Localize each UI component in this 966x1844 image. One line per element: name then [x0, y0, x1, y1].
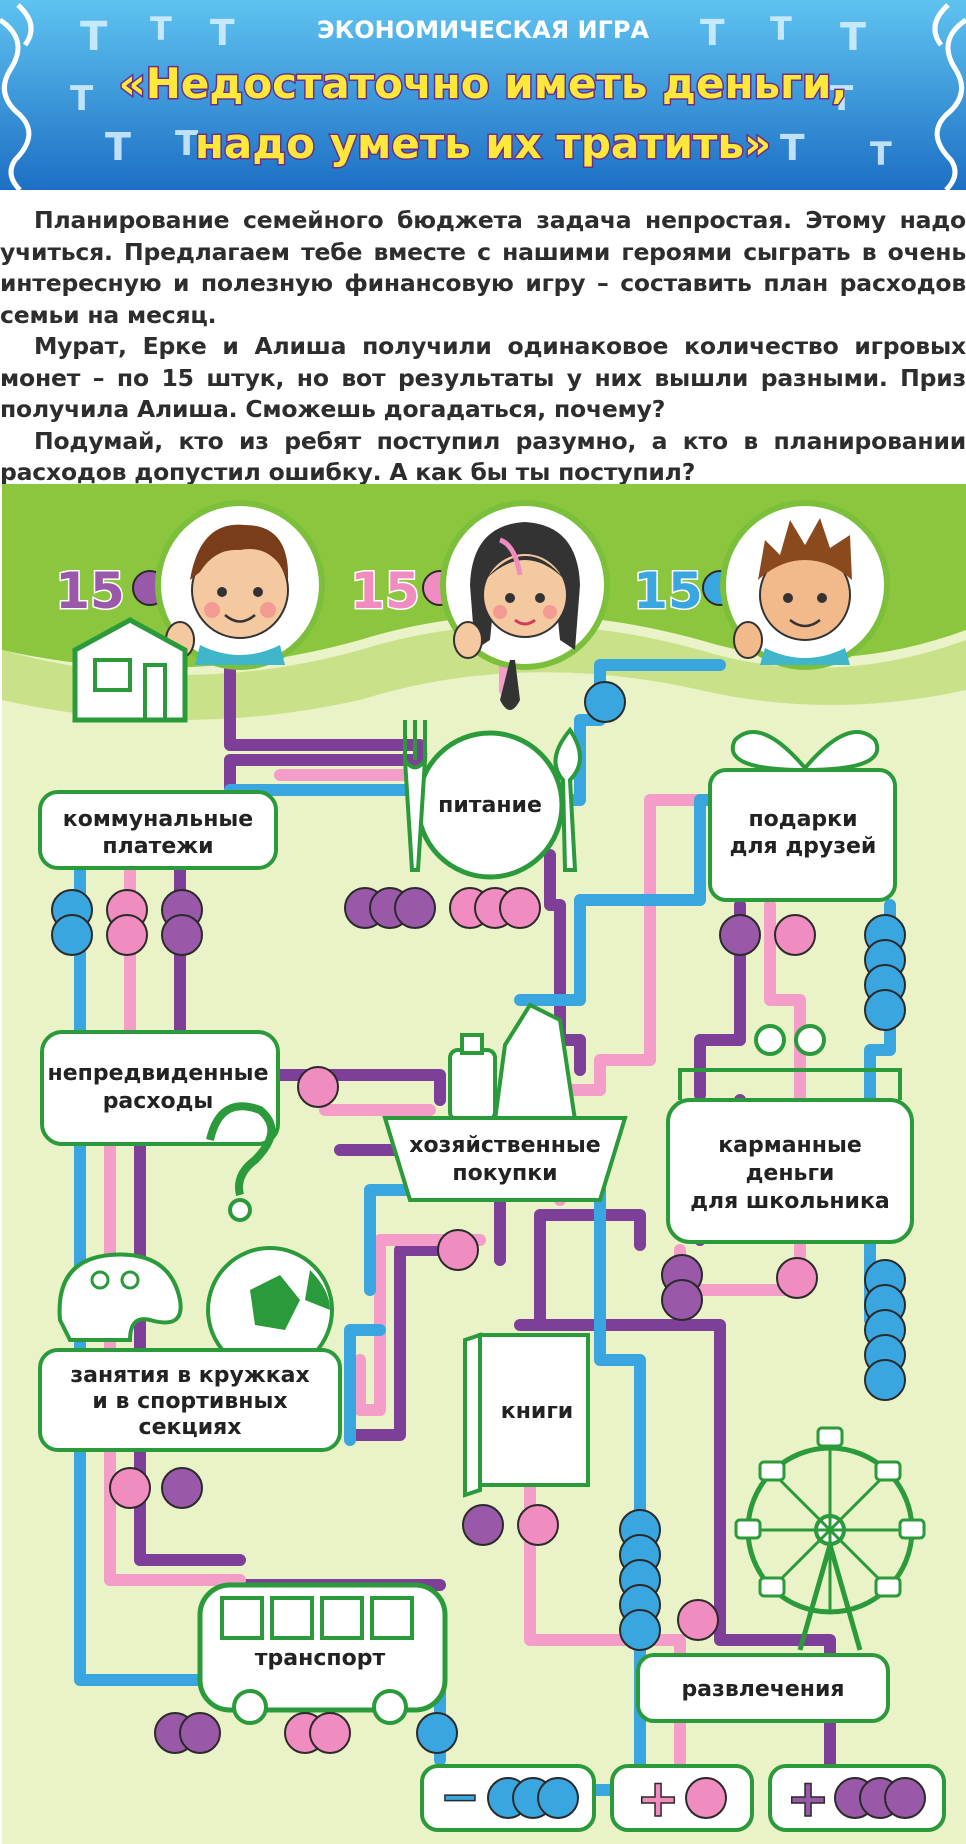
result-sign-pink: + [636, 1769, 680, 1829]
path-coins [51, 681, 906, 1754]
svg-text:T: T [150, 10, 172, 48]
svg-text:T: T [175, 124, 199, 164]
player-3-coins: 15 [633, 562, 703, 620]
header-banner: T T T T T T T T T T T T ЭКОНОМИЧЕСКАЯ ИГ… [0, 0, 966, 190]
category-utilities: коммунальные платежи [38, 617, 278, 870]
coin [584, 681, 626, 723]
game-subtitle: ЭКОНОМИЧЕСКАЯ ИГРА [317, 16, 649, 44]
ornament-right-icon [932, 3, 966, 190]
game-board: 15 15 [2, 484, 966, 1844]
svg-text:T: T [70, 79, 94, 119]
label-clubs-2: и в спортивных [92, 1389, 287, 1414]
intro-paragraph-3: Подумай, кто из ребят поступил разумно, … [0, 426, 966, 487]
category-entertainment: развлечения [636, 1426, 926, 1723]
label-unexpected-1: непредвиденные [48, 1061, 269, 1086]
label-pocket-1: карманные [718, 1133, 862, 1158]
title-line-1: «Недостаточно иметь деньги, [119, 59, 848, 108]
label-gifts-2: для друзей [730, 834, 877, 859]
purse-clasp-icon [754, 1024, 786, 1056]
scattered-t-icons: T T T T T T T T T T T T [70, 10, 892, 173]
intro-text: Планирование семейного бюджета задача не… [0, 205, 966, 486]
result-sign-purple: + [786, 1769, 830, 1829]
svg-text:T: T [830, 79, 854, 119]
label-food: питание [438, 793, 542, 818]
category-gifts: подарки для друзей [708, 730, 897, 902]
svg-text:T: T [80, 14, 108, 60]
intro-paragraph-2: Мурат, Ерке и Алиша получили одинаковое … [0, 332, 966, 423]
svg-text:T: T [780, 128, 805, 169]
player-3: 15 [632, 500, 890, 670]
svg-text:T: T [700, 13, 725, 54]
label-household-1: хозяйственные [409, 1133, 600, 1158]
label-clubs-3: секциях [139, 1415, 242, 1440]
spoon-icon [553, 726, 582, 872]
category-food: питание [402, 720, 582, 880]
label-entertainment: развлечения [681, 1677, 844, 1702]
category-transport: транспорт [197, 1582, 448, 1725]
intro-paragraph-1: Планирование семейного бюджета задача не… [0, 206, 966, 329]
ornament-left-icon [0, 3, 34, 190]
label-pocket-2: деньги [746, 1161, 835, 1186]
result-box-purple: + [768, 1764, 946, 1832]
player-1-coins: 15 [55, 562, 125, 620]
grass-band-light [2, 625, 966, 720]
category-household: хозяйственные покупки [382, 1002, 628, 1202]
category-books: книги [463, 1332, 590, 1498]
palette-icon [57, 1252, 183, 1342]
bottle-icon [448, 1048, 497, 1122]
result-box-blue: − [420, 1764, 596, 1832]
label-clubs-1: занятия в кружках [70, 1363, 309, 1388]
category-clubs: занятия в кружках и в спортивных секциях [38, 1246, 342, 1452]
svg-text:T: T [770, 10, 792, 48]
label-household-2: покупки [452, 1161, 557, 1186]
label-utilities-2: платежи [102, 834, 213, 859]
label-transport: транспорт [255, 1646, 386, 1671]
category-pocket-money: карманные деньги для школьника [666, 1024, 914, 1244]
player-2-coins: 15 [350, 562, 420, 620]
svg-text:T: T [870, 135, 892, 173]
label-gifts-1: подарки [748, 807, 857, 832]
label-books: книги [501, 1399, 573, 1424]
label-utilities-1: коммунальные [63, 807, 253, 832]
player-2: 15 [349, 500, 610, 710]
svg-text:T: T [840, 15, 866, 59]
question-mark-icon [206, 1102, 276, 1196]
fork-icon [402, 720, 428, 872]
svg-text:T: T [105, 125, 131, 169]
result-sign-blue: − [440, 1769, 480, 1825]
svg-text:T: T [210, 13, 235, 54]
label-unexpected-2: расходы [103, 1089, 214, 1114]
category-unexpected: непредвиденные расходы [40, 1030, 280, 1222]
label-pocket-3: для школьника [690, 1189, 890, 1214]
title-line-2: надо уметь их тратить» [195, 119, 771, 168]
book-icon [463, 1332, 482, 1498]
result-box-pink: + [610, 1764, 754, 1832]
banner-background [0, 0, 966, 190]
